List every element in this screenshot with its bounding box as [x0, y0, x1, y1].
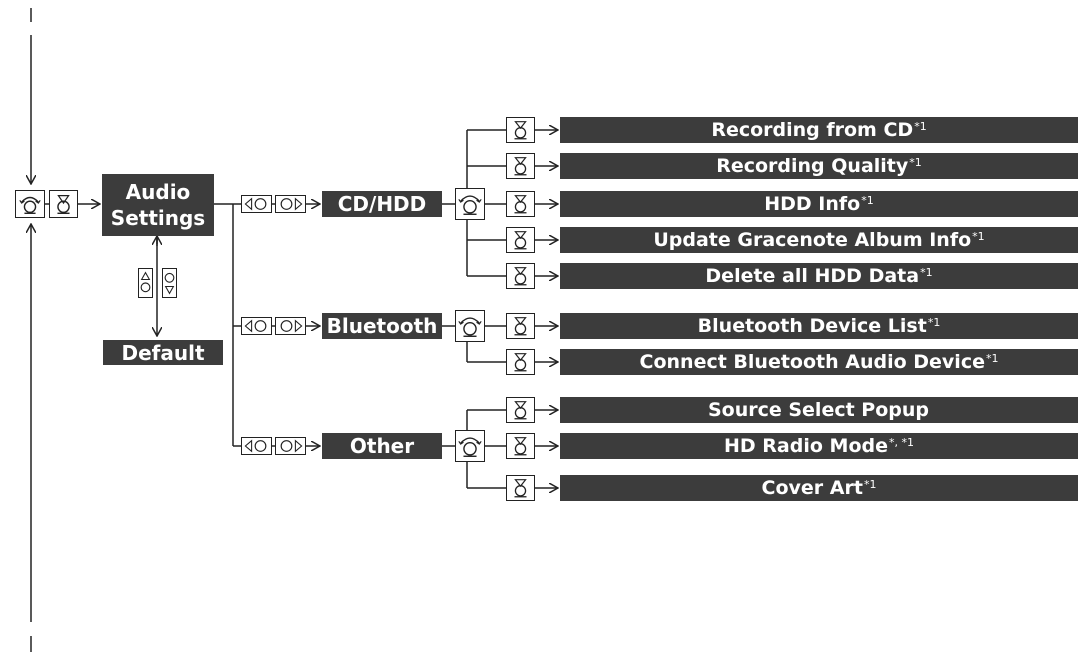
interface-dial-rotate-icon	[15, 190, 45, 218]
item-note: *1	[972, 229, 985, 243]
interface-dial-rotate-icon	[455, 430, 485, 462]
interface-dial-move-up-icon	[138, 268, 153, 298]
menu-item-hd-radio-mode[interactable]: HD Radio Mode*, *1	[560, 433, 1078, 459]
interface-dial-move-right-icon	[275, 195, 306, 213]
item-note: *1	[909, 155, 922, 169]
interface-dial-rotate-icon	[455, 310, 485, 342]
item-label: Delete all HDD Data	[705, 265, 920, 287]
item-label: Update Gracenote Album Info	[653, 229, 972, 251]
category-bluetooth[interactable]: Bluetooth	[322, 313, 442, 339]
item-note: *, *1	[888, 435, 914, 449]
interface-dial-move-right-icon	[275, 317, 306, 335]
category-cdhdd[interactable]: CD/HDD	[322, 191, 442, 217]
item-note: *1	[861, 193, 874, 207]
interface-dial-press-icon	[506, 263, 535, 289]
interface-dial-move-left-icon	[241, 195, 272, 213]
menu-item-connect-bluetooth[interactable]: Connect Bluetooth Audio Device*1	[560, 349, 1078, 375]
audio-settings-label-line1: Audio	[125, 180, 191, 204]
menu-item-source-select-popup[interactable]: Source Select Popup	[560, 397, 1078, 423]
item-note: *1	[914, 119, 927, 133]
interface-dial-press-icon	[506, 349, 535, 375]
item-note: *1	[920, 265, 933, 279]
interface-dial-press-icon	[506, 117, 535, 143]
menu-item-update-gracenote[interactable]: Update Gracenote Album Info*1	[560, 227, 1078, 253]
interface-dial-press-icon	[506, 433, 535, 459]
category-other[interactable]: Other	[322, 433, 442, 459]
item-note: *1	[927, 315, 941, 329]
item-label: HD Radio Mode	[724, 435, 888, 457]
interface-dial-move-left-icon	[241, 317, 272, 335]
audio-settings-box[interactable]: Audio Settings	[102, 174, 214, 236]
interface-dial-press-icon	[506, 313, 535, 339]
menu-item-bluetooth-device-list[interactable]: Bluetooth Device List*1	[560, 313, 1078, 339]
interface-dial-press-icon	[506, 153, 535, 179]
interface-dial-move-right-icon	[275, 437, 306, 455]
audio-settings-label-line2: Settings	[110, 206, 206, 230]
item-label: Bluetooth Device List	[697, 315, 927, 337]
item-label: Source Select Popup	[707, 399, 930, 421]
item-note: *1	[863, 477, 877, 491]
menu-item-cover-art[interactable]: Cover Art*1	[560, 475, 1078, 501]
interface-dial-press-icon	[49, 190, 78, 218]
interface-dial-press-icon	[506, 191, 535, 217]
interface-dial-press-icon	[506, 397, 535, 423]
interface-dial-move-left-icon	[241, 437, 272, 455]
interface-dial-move-down-icon	[162, 268, 177, 298]
item-label: Cover Art	[761, 477, 863, 499]
menu-item-hdd-info[interactable]: HDD Info*1	[560, 191, 1078, 217]
interface-dial-press-icon	[506, 475, 535, 501]
item-label: Connect Bluetooth Audio Device	[639, 351, 985, 373]
menu-item-delete-hdd-data[interactable]: Delete all HDD Data*1	[560, 263, 1078, 289]
menu-item-recording-quality[interactable]: Recording Quality*1	[560, 153, 1078, 179]
item-label: HDD Info	[764, 193, 861, 215]
item-note: *1	[985, 351, 999, 365]
interface-dial-press-icon	[506, 227, 535, 253]
default-box[interactable]: Default	[103, 340, 223, 365]
item-label: Recording Quality	[716, 155, 909, 177]
item-label: Recording from CD	[711, 119, 914, 141]
interface-dial-rotate-icon	[455, 188, 485, 220]
menu-item-recording-from-cd[interactable]: Recording from CD*1	[560, 117, 1078, 143]
